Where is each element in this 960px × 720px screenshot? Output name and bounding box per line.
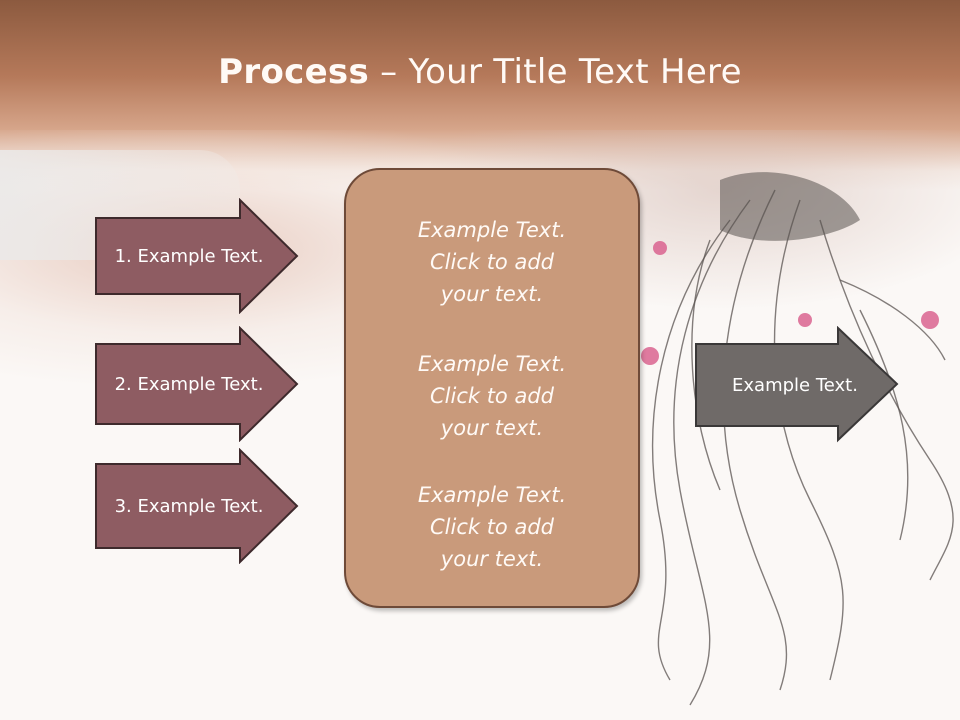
arrow-shape-icon (95, 198, 299, 314)
arrow-shape-icon (95, 448, 299, 564)
paragraph-line: Example Text. (417, 483, 567, 507)
paragraph-line: Click to add (429, 250, 554, 274)
left-arrow-2-label: 2. Example Text. (114, 373, 264, 395)
paragraph-line: your text. (440, 416, 544, 440)
center-paragraph-3: Example Text. Click to add your text. (346, 479, 638, 575)
arrow-shape-icon (695, 326, 899, 443)
title-rest-text: – Your Title Text Here (369, 52, 742, 92)
paragraph-line: your text. (440, 547, 544, 571)
slide-title: Process – Your Title Text Here (0, 52, 960, 92)
left-arrow-2[interactable]: 2. Example Text. (94, 326, 300, 442)
paragraph-line: your text. (440, 282, 544, 306)
paragraph-line: Example Text. (417, 352, 567, 376)
paragraph-line: Example Text. (417, 218, 567, 242)
left-arrow-3[interactable]: 3. Example Text. (94, 448, 300, 564)
left-arrow-1[interactable]: 1. Example Text. (94, 198, 300, 314)
right-arrow-label: Example Text. (732, 374, 858, 396)
center-text-box[interactable]: Example Text. Click to add your text. Ex… (344, 168, 640, 608)
center-paragraph-1: Example Text. Click to add your text. (346, 214, 638, 310)
right-arrow[interactable]: Example Text. (694, 326, 900, 444)
paragraph-line: Click to add (429, 384, 554, 408)
left-arrow-3-label: 3. Example Text. (114, 495, 264, 517)
paragraph-line: Click to add (429, 515, 554, 539)
background-hair-image (641, 172, 954, 706)
title-bold-text: Process (218, 52, 370, 92)
left-arrow-1-label: 1. Example Text. (114, 245, 264, 267)
arrow-shape-icon (95, 326, 299, 442)
center-paragraph-2: Example Text. Click to add your text. (346, 348, 638, 444)
